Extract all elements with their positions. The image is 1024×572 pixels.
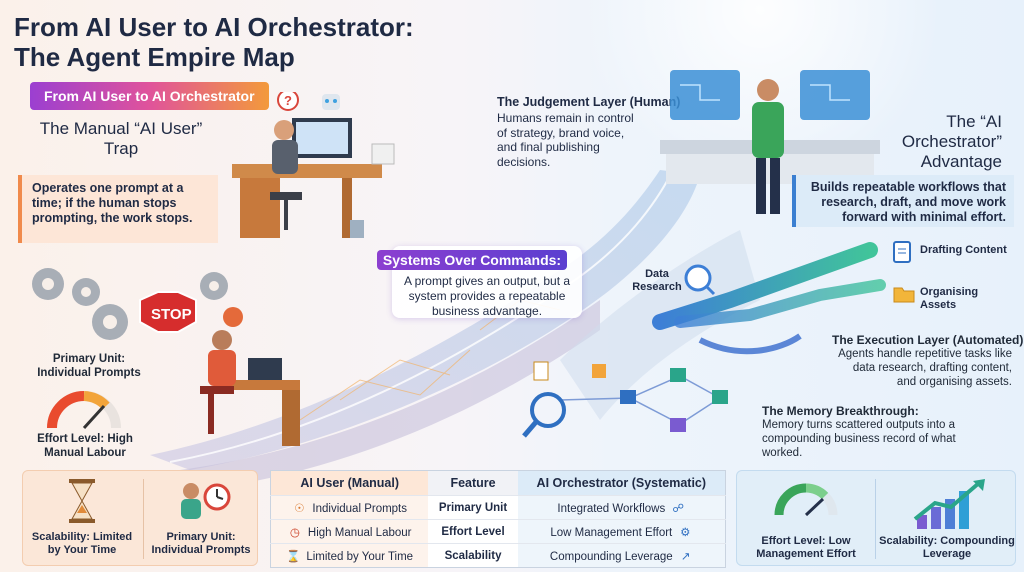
manual-effort-level: Effort Level: High Manual Labour [37,433,133,459]
growth-chart-icon [913,479,985,529]
svg-text:?: ? [284,93,292,108]
orchestrator-section-title: The “AI Orchestrator” Advantage [901,112,1002,171]
person-typing-illustration [200,330,300,446]
bottom-effort-low: Effort Level: Low Management Effort [756,535,856,560]
table-row: ⌛ Limited by Your Time Scalability Compou… [270,543,726,568]
table-row: ☉ Individual Prompts Primary Unit Integra… [270,495,726,520]
gear-icon: ⚙ [680,526,691,539]
orchestrator-description: Builds repeatable workflows that researc… [792,175,1014,227]
clock-icon: ◷ [289,526,300,539]
table-header-ai-user: AI User (Manual) [270,470,429,496]
bottom-scalability-limited: Scalability: Limited by Your Time [31,531,133,556]
systems-over-commands-callout: Systems Over Commands: A prompt gives an… [376,246,582,318]
table-header-ai-orchestrator: AI Orchestrator (Systematic) [517,470,726,496]
systems-title: Systems Over Commands: [376,250,568,270]
page-title: From AI User to AI Orchestrator: The Age… [14,12,414,72]
bottom-primary-unit-prompts: Primary Unit: Individual Prompts [151,531,251,556]
memory-network-illustration [522,361,728,438]
table-cell: Integrated Workflows [557,502,666,515]
network-icon: ☍ [672,502,685,515]
hourglass-icon [69,479,95,523]
table-row: ◷ High Manual Labour Effort Level Low Man… [270,519,726,544]
table-header-feature: Feature [428,470,518,496]
table-cell: Limited by Your Time [306,550,414,563]
subtitle-pill: From AI User to AI Orchestrator [30,82,269,110]
manual-section-title: The Manual “AI User” Trap [39,119,203,158]
drafting-content-label: Drafting Content [920,244,1007,256]
data-research-label: Data Research [632,268,682,293]
comparison-table: AI User (Manual) Feature AI Orchestrator… [270,470,726,568]
gears-stop-illustration: STOP [32,268,243,340]
low-effort-gauge-icon [774,483,838,517]
memory-breakthrough-text: Memory turns scattered outputs into a co… [762,419,956,459]
manual-description: Operates one prompt at a time; if the hu… [18,175,218,243]
lightbulb-icon: ☉ [294,502,305,515]
trend-up-icon: ↗ [680,550,691,563]
stop-sign-text: STOP [151,306,192,323]
manual-summary-panel: Scalability: Limited by Your Time Primar… [22,470,258,566]
table-cell: High Manual Labour [307,526,412,539]
orchestrator-control-room-illustration [660,70,880,214]
judgement-layer-text: Humans remain in control of strategy, br… [497,111,634,169]
table-cell: Low Management Effort [550,526,673,539]
orchestrator-summary-panel: Effort Level: Low Management Effort Scal… [736,470,1016,566]
judgement-layer-title: The Judgement Layer (Human) [497,95,681,109]
organising-assets-label: Organising Assets [920,286,979,311]
manual-user-at-desk-illustration: ? [232,92,395,238]
high-effort-gauge-icon [47,391,121,430]
hourglass-icon: ⌛ [286,550,301,563]
table-cell: Scalability [428,543,518,568]
manual-primary-unit: Primary Unit: Individual Prompts [37,353,141,379]
table-cell: Primary Unit [428,495,518,520]
clock-person-icon [181,483,231,519]
workflow-pipeline-illustration [652,242,886,355]
table-cell: Compounding Leverage [549,550,673,563]
execution-layer-title: The Execution Layer (Automated) [832,333,1024,347]
systems-text: A prompt gives an output, but a system p… [403,274,571,318]
execution-layer-text: Agents handle repetitive tasks like data… [838,348,1012,388]
table-cell: Individual Prompts [312,502,408,515]
bottom-scalability-compounding: Scalability: Compounding Leverage [879,535,1015,560]
folder-icon [893,287,915,303]
document-icon [893,241,911,263]
table-cell: Effort Level [428,519,518,544]
memory-breakthrough-title: The Memory Breakthrough: [762,404,919,418]
